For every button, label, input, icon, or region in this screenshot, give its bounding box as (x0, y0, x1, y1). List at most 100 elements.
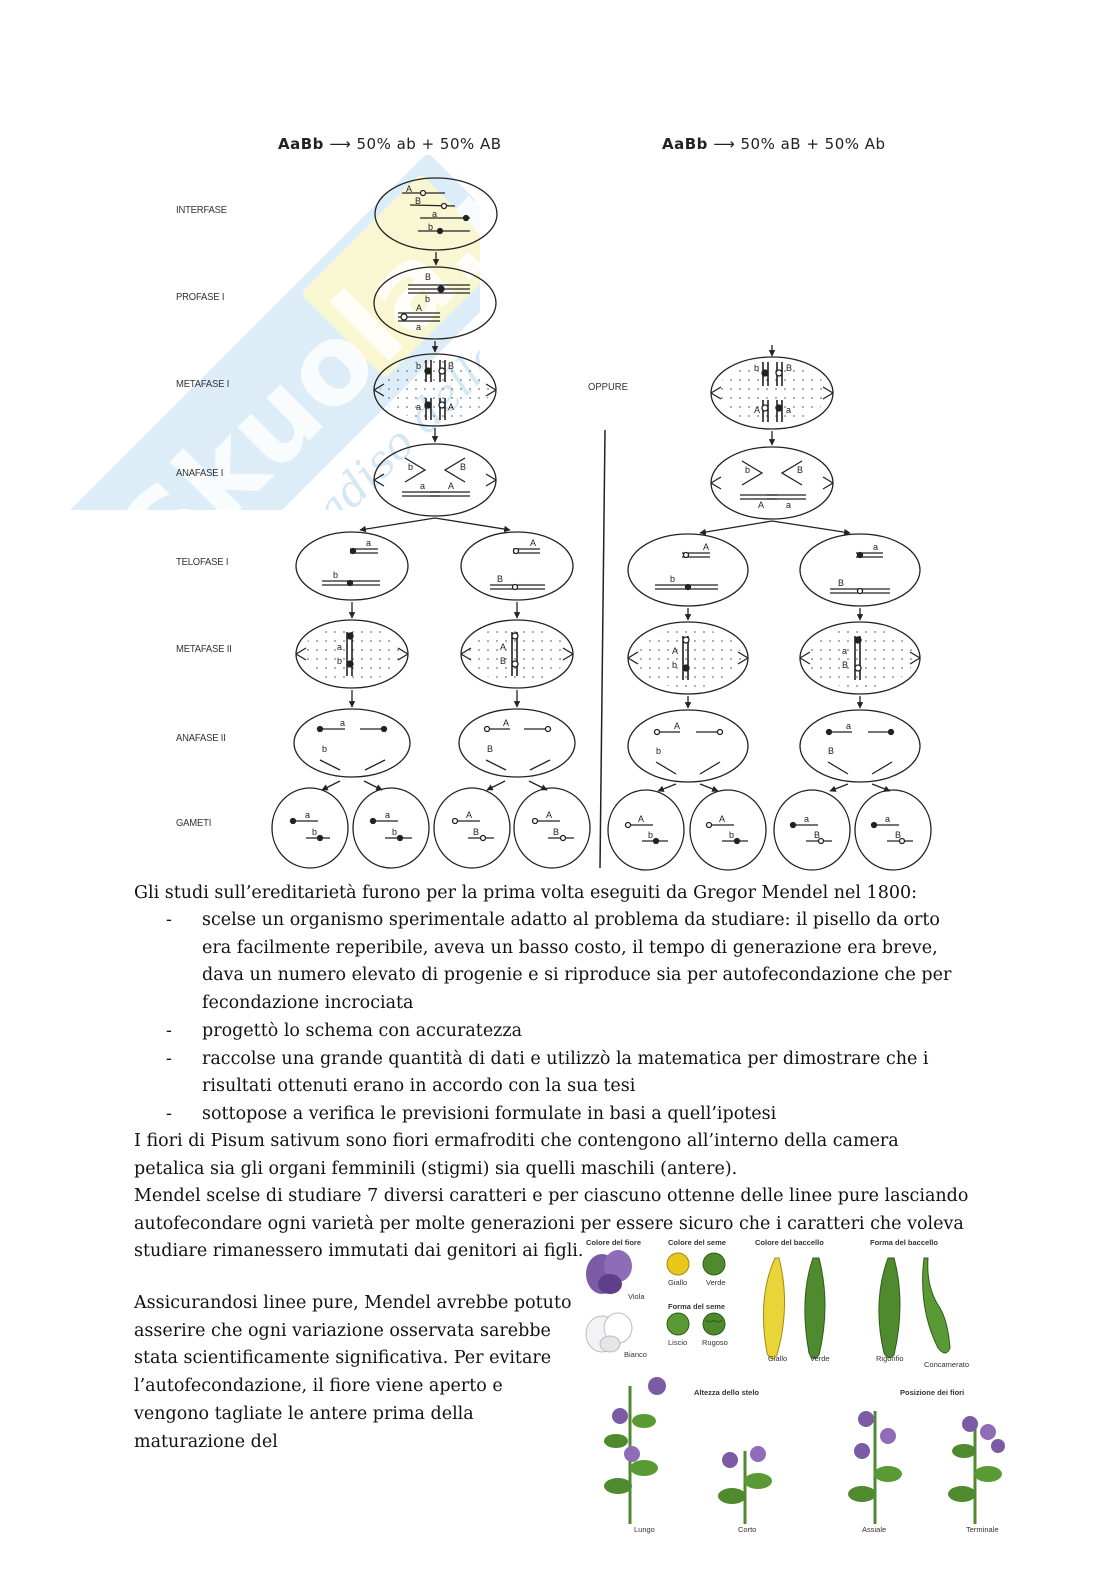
gene-label: b (312, 827, 317, 837)
axial-flowers-plant-icon (848, 1411, 902, 1524)
cell-telofase-1 (460, 531, 574, 601)
gene-label: B (895, 830, 901, 840)
caption-liscio: Liscio (668, 1338, 688, 1347)
cell-metafase-2 (627, 621, 749, 695)
gene-label: a (340, 718, 345, 728)
caption-terminale: Terminale (966, 1525, 999, 1534)
arrow-icon: ⟶ (713, 135, 736, 153)
gene-label: A (530, 538, 536, 548)
white-flower-icon (585, 1312, 633, 1353)
cell-gamete (271, 787, 349, 869)
formula-right: AaBb ⟶ 50% aB + 50% Ab (662, 135, 886, 153)
stage-label-metafase-2: METAFASE II (176, 643, 232, 655)
gene-label: A (758, 500, 764, 510)
gene-label: a (337, 642, 342, 652)
intro-paragraph: Gli studi sull’ereditarietà furono per l… (134, 883, 917, 903)
cell-metafase-2 (295, 619, 409, 689)
cell-anafase-2 (458, 708, 576, 778)
caption-verde-seme: Verde (706, 1278, 726, 1287)
caption-forma-baccello: Forma del baccello (870, 1238, 938, 1247)
oppure-label: OPPURE (588, 381, 628, 393)
gene-label: A (719, 814, 725, 824)
formula-right-result: 50% aB + 50% Ab (740, 135, 886, 153)
gene-label: B (797, 465, 803, 475)
skuola-watermark: Skuola.net il paradiso dello studente (62, 50, 480, 510)
cell-metafase-2 (460, 619, 574, 689)
gene-label: A (672, 646, 678, 656)
green-pod-icon (804, 1257, 826, 1359)
cell-gamete (607, 789, 685, 871)
gene-label: B (415, 196, 421, 206)
gene-label: A (703, 542, 709, 552)
separator-line (599, 429, 606, 869)
cell-metafase-2 (799, 621, 921, 695)
gene-label: A (503, 718, 509, 728)
caption-giallo-baccello: Giallo (768, 1354, 788, 1363)
paragraph-assicurandosi: Assicurandosi linee pure, Mendel avrebbe… (134, 1293, 572, 1452)
stage-label-interfase: INTERFASE (176, 204, 227, 216)
gene-label: B (838, 578, 844, 588)
gene-label: B (497, 574, 503, 584)
gene-label: a (366, 538, 371, 548)
cell-gamete (689, 789, 767, 871)
caption-giallo-seme: Giallo (668, 1278, 688, 1287)
gene-label: a (885, 814, 890, 824)
gene-label: B (828, 746, 834, 756)
cell-gamete (352, 787, 430, 869)
list-item: progettò lo schema con accuratezza (166, 1018, 966, 1046)
stage-label-metafase-1: METAFASE I (176, 378, 230, 390)
pea-characters-figure: Colore del fiore Viola Bianco Colore del… (580, 1236, 1020, 1536)
smooth-seed-icon (666, 1312, 690, 1336)
gene-label: a (416, 402, 421, 412)
gene-label: a (873, 542, 878, 552)
gene-label: a (786, 500, 791, 510)
gene-label: b (656, 746, 661, 756)
cell-anafase-1 (373, 443, 497, 517)
cell-interfase (374, 177, 498, 251)
caption-bianco: Bianco (624, 1350, 647, 1359)
gene-label: a (305, 810, 310, 820)
caption-corto: Corto (738, 1525, 757, 1534)
gene-label: B (473, 827, 479, 837)
wrinkled-seed-icon (702, 1312, 726, 1336)
cell-gamete (854, 789, 932, 871)
caption-colore-seme: Colore del seme (668, 1238, 726, 1247)
caption-assiale: Assiale (862, 1525, 887, 1534)
gene-label: A (466, 810, 472, 820)
gene-label: a (846, 721, 851, 731)
inflated-pod-icon (878, 1257, 901, 1359)
cell-telofase-1 (799, 533, 921, 607)
gene-label: b (729, 830, 734, 840)
cell-gamete (433, 787, 511, 869)
gene-label: b (392, 827, 397, 837)
cell-telofase-1 (295, 531, 409, 601)
gene-label: B (487, 744, 493, 754)
cell-metafase-1-alt (710, 356, 834, 430)
gene-label: b (333, 570, 338, 580)
gene-label: B (460, 462, 466, 472)
tall-plant-icon (604, 1377, 666, 1524)
gene-label: A (546, 810, 552, 820)
caption-forma-seme: Forma del seme (668, 1302, 726, 1311)
caption-viola: Viola (628, 1292, 645, 1301)
gene-label: a (842, 646, 847, 656)
gene-label: A (500, 642, 506, 652)
constricted-pod-icon (922, 1257, 951, 1354)
paragraph-fiori: I fiori di Pisum sativum sono fiori erma… (134, 1131, 899, 1179)
meiosis-diagram: A B a b B b A a b B a A b B A a b B a A … (271, 177, 932, 871)
gene-label: B (448, 361, 454, 371)
gene-label: A (638, 814, 644, 824)
cell-anafase-1-alt (710, 446, 834, 520)
mendel-steps-list: scelse un organismo sperimentale adatto … (166, 907, 966, 1129)
gene-label: b (754, 363, 759, 373)
gene-label: a (385, 810, 390, 820)
stage-label-anafase-1: ANAFASE I (176, 467, 224, 479)
cell-anafase-2 (627, 709, 749, 783)
caption-rugoso: Rugoso (702, 1338, 728, 1347)
caption-rigonfio: Rigonfio (876, 1354, 904, 1363)
paragraph-mendel: Mendel scelse di studiare 7 diversi cara… (134, 1186, 969, 1262)
gene-label: A (416, 303, 422, 313)
gene-label: b (408, 462, 413, 472)
violet-flower-icon (586, 1250, 632, 1294)
gene-label: b (745, 465, 750, 475)
